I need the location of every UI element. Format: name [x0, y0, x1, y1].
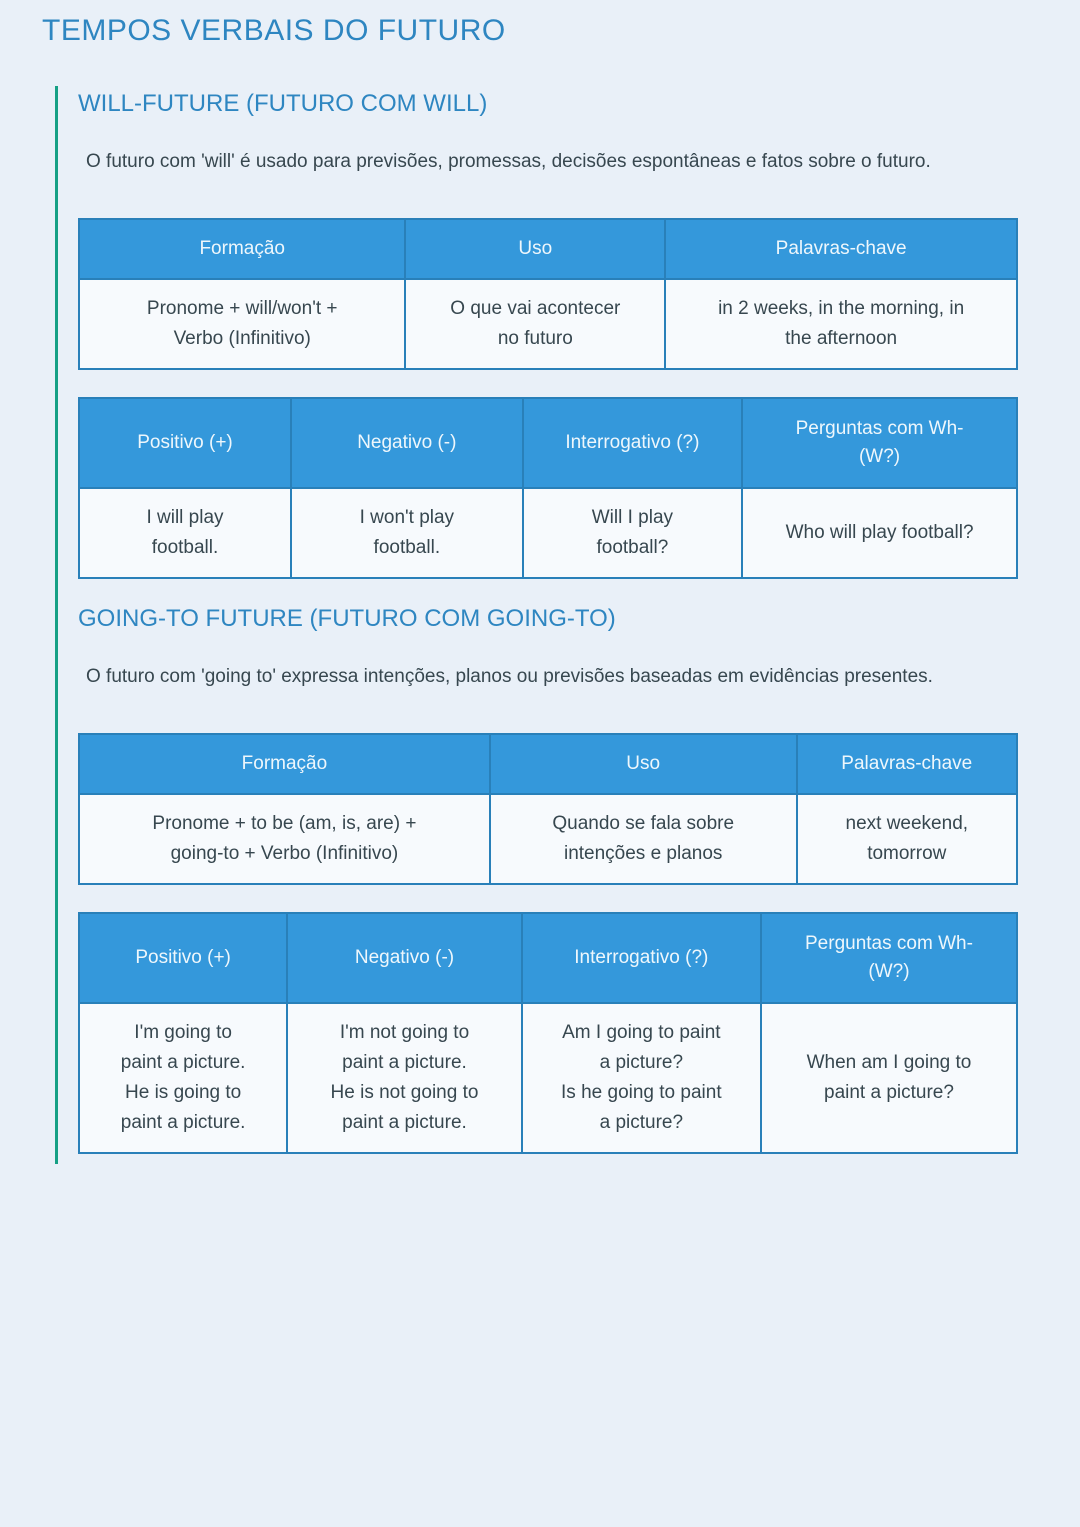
formation-table: Formação Uso Palavras-chave Pronome + to… — [78, 733, 1019, 885]
section-description: O futuro com 'will' é usado para previsõ… — [86, 151, 931, 172]
table-cell: in 2 weeks, in the morning, in the after… — [664, 278, 1018, 370]
table-cell: Pronome + to be (am, is, are) + going-to… — [78, 793, 491, 885]
table-header-cell: Negativo (-) — [289, 397, 524, 489]
table-cell: next weekend, tomorrow — [795, 793, 1019, 885]
forms-table: Positivo (+) Negativo (-) Interrogativo … — [77, 912, 1019, 1154]
table-header-cell: Interrogativo (?) — [520, 912, 762, 1004]
page-title: TEMPOS VERBAIS DO FUTURO — [42, 14, 506, 47]
table-cell: Quando se fala sobre intenções e planos — [488, 793, 798, 885]
table-header-cell: Formação — [77, 218, 407, 280]
table-cell: I'm not going to paint a picture. He is … — [286, 1002, 523, 1154]
table-header-cell: Perguntas com Wh- (W?) — [759, 912, 1019, 1004]
table-header-cell: Formação — [78, 733, 491, 795]
table-cell: O que vai acontecer no futuro — [404, 278, 667, 370]
section-heading: GOING-TO FUTURE (FUTURO COM GOING-TO) — [78, 605, 616, 632]
section-will-future: WILL-FUTURE (FUTURO COM WILL) O futuro c… — [76, 90, 1035, 579]
table-cell: Who will play football? — [741, 487, 1018, 579]
table-cell: I will play football. — [78, 487, 292, 579]
table-header-cell: Uso — [488, 733, 798, 795]
table-cell: When am I going to paint a picture? — [759, 1002, 1019, 1154]
table-cell: I'm going to paint a picture. He is goin… — [77, 1002, 289, 1154]
table-header-cell: Interrogativo (?) — [521, 397, 744, 489]
section-description: O futuro com 'going to' expressa intençõ… — [86, 666, 933, 687]
table-header-cell: Perguntas com Wh- (W?) — [741, 397, 1018, 489]
formation-table: Formação Uso Palavras-chave Pronome + wi… — [77, 218, 1018, 370]
table-cell: Am I going to paint a picture? Is he goi… — [520, 1002, 762, 1154]
table-header-cell: Positivo (+) — [77, 912, 289, 1004]
section-going-to-future: GOING-TO FUTURE (FUTURO COM GOING-TO) O … — [76, 605, 1035, 1154]
table-cell: Will I play football? — [521, 487, 744, 579]
table-cell: Pronome + will/won't + Verbo (Infinitivo… — [77, 278, 407, 370]
forms-table: Positivo (+) Negativo (-) Interrogativo … — [78, 397, 1018, 579]
section-group: WILL-FUTURE (FUTURO COM WILL) O futuro c… — [55, 86, 1035, 1164]
table-header-cell: Palavras-chave — [795, 733, 1019, 795]
table-header-cell: Negativo (-) — [286, 912, 523, 1004]
section-heading: WILL-FUTURE (FUTURO COM WILL) — [78, 90, 488, 117]
table-header-cell: Palavras-chave — [664, 218, 1018, 280]
table-header-cell: Uso — [404, 218, 667, 280]
table-cell: I won't play football. — [289, 487, 524, 579]
table-header-cell: Positivo (+) — [78, 397, 292, 489]
